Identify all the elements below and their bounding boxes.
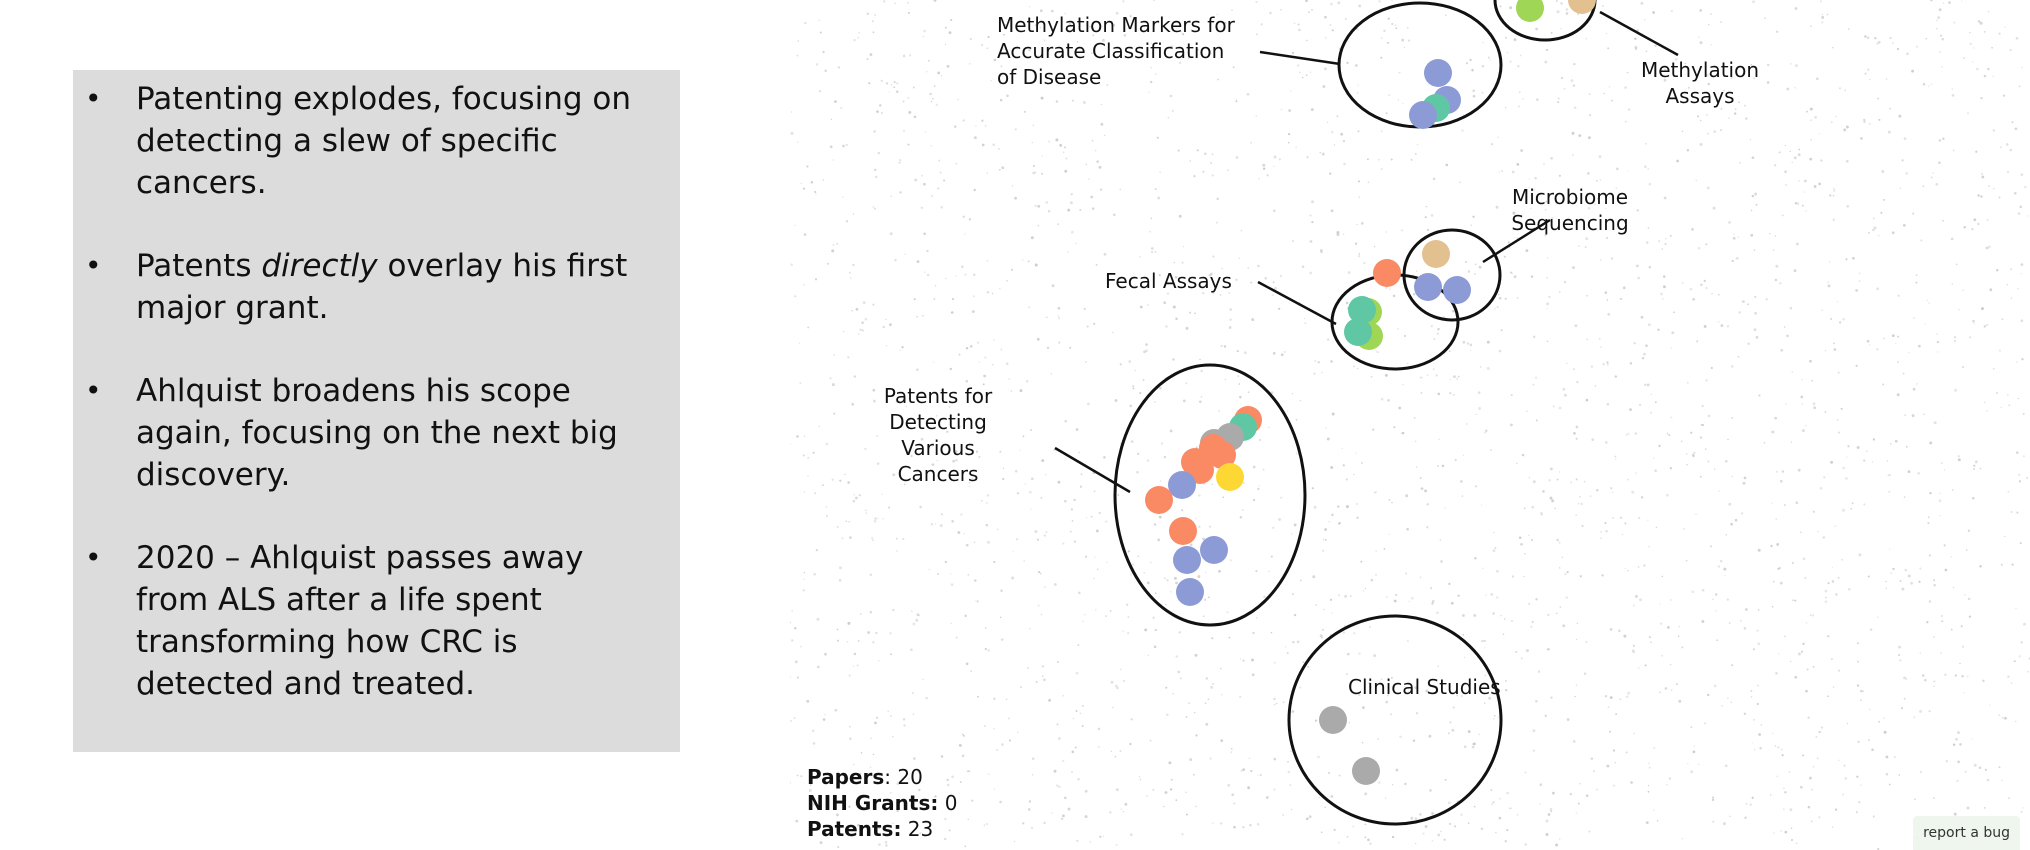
leader-line-fecal <box>1257 280 1337 326</box>
cluster-outline-cancers <box>1113 363 1307 627</box>
leader-line-cancers <box>1054 446 1131 494</box>
stat-grants: NIH Grants: 0 <box>807 790 957 816</box>
bullet-emphasis: directly <box>261 248 378 284</box>
background-texture <box>790 0 2030 850</box>
bullet-item: 2020 – Ahlquist passes away from ALS aft… <box>73 537 664 705</box>
label-fecal-assays: Fecal Assays <box>1105 269 1232 293</box>
stat-value: 0 <box>938 791 958 815</box>
dot-methylation-assays[interactable] <box>1516 0 1544 22</box>
cluster-outlines <box>1113 0 1597 826</box>
bullet-text: overlay his first major grant. <box>136 248 628 326</box>
dot-cancers[interactable] <box>1176 578 1204 606</box>
research-map[interactable]: Methylation Markers for Accurate Classif… <box>790 0 2030 850</box>
dot-cancers[interactable] <box>1208 441 1236 469</box>
dot-cancers[interactable] <box>1145 486 1173 514</box>
dot-methylation-markers[interactable] <box>1409 101 1437 129</box>
label-methylation-assays: Methylation Assays <box>1640 58 1760 108</box>
dot-fecal[interactable] <box>1348 296 1376 324</box>
bullet-item: Patents directly overlay his first major… <box>73 245 664 329</box>
dot-methylation-markers[interactable] <box>1424 59 1452 87</box>
dot-cancers[interactable] <box>1169 517 1197 545</box>
leader-line-methylation-markers <box>1259 50 1341 66</box>
bullet-text: 2020 – Ahlquist passes away from ALS aft… <box>136 540 584 702</box>
stats-block: Papers: 20 NIH Grants: 0 Patents: 23 <box>807 764 957 842</box>
stat-value: : 20 <box>884 765 923 789</box>
dot-microbiome[interactable] <box>1443 276 1471 304</box>
summary-panel: Patenting explodes, focusing on detectin… <box>73 70 680 752</box>
dot-clinical[interactable] <box>1319 706 1347 734</box>
dot-microbiome[interactable] <box>1414 273 1442 301</box>
stat-label: Patents: <box>807 817 902 841</box>
dot-microbiome[interactable] <box>1422 240 1450 268</box>
label-microbiome-sequencing: Microbiome Sequencing <box>1511 185 1629 235</box>
leader-lines <box>1054 10 1679 494</box>
dot-clinical[interactable] <box>1352 757 1380 785</box>
leader-line-microbiome <box>1482 218 1551 264</box>
label-detecting-cancers: Patents for Detecting Various Cancers <box>883 384 993 486</box>
dot-cancers[interactable] <box>1216 463 1244 491</box>
dot-methylation-assays[interactable] <box>1568 0 1596 14</box>
cluster-outline-clinical <box>1287 614 1503 826</box>
bullet-text: Patents <box>136 248 262 284</box>
label-clinical-studies: Clinical Studies <box>1348 675 1501 699</box>
report-bug-link[interactable]: report a bug <box>1913 816 2020 850</box>
dot-fecal[interactable] <box>1344 318 1372 346</box>
dot-layer[interactable] <box>1145 0 1596 785</box>
label-methylation-markers: Methylation Markers for Accurate Classif… <box>997 13 1235 89</box>
dot-fecal[interactable] <box>1373 259 1401 287</box>
bullet-item: Ahlquist broadens his scope again, focus… <box>73 370 664 496</box>
leader-line-methylation-assays <box>1599 10 1679 57</box>
map-canvas[interactable] <box>790 0 2030 850</box>
stat-label: Papers <box>807 765 885 789</box>
stat-label: NIH Grants: <box>807 791 939 815</box>
stat-value: 23 <box>901 817 934 841</box>
bullet-list: Patenting explodes, focusing on detectin… <box>73 70 680 705</box>
bullet-text: Patenting explodes, focusing on detectin… <box>136 81 631 201</box>
stat-papers: Papers: 20 <box>807 764 957 790</box>
dot-cancers[interactable] <box>1168 471 1196 499</box>
dot-cancers[interactable] <box>1200 536 1228 564</box>
dot-cancers[interactable] <box>1173 546 1201 574</box>
cluster-outline-microbiome <box>1402 228 1502 322</box>
bullet-text: Ahlquist broadens his scope again, focus… <box>136 373 618 493</box>
cluster-outline-methylation-assays <box>1493 0 1597 42</box>
bullet-item: Patenting explodes, focusing on detectin… <box>73 78 664 204</box>
stat-patents: Patents: 23 <box>807 816 957 842</box>
